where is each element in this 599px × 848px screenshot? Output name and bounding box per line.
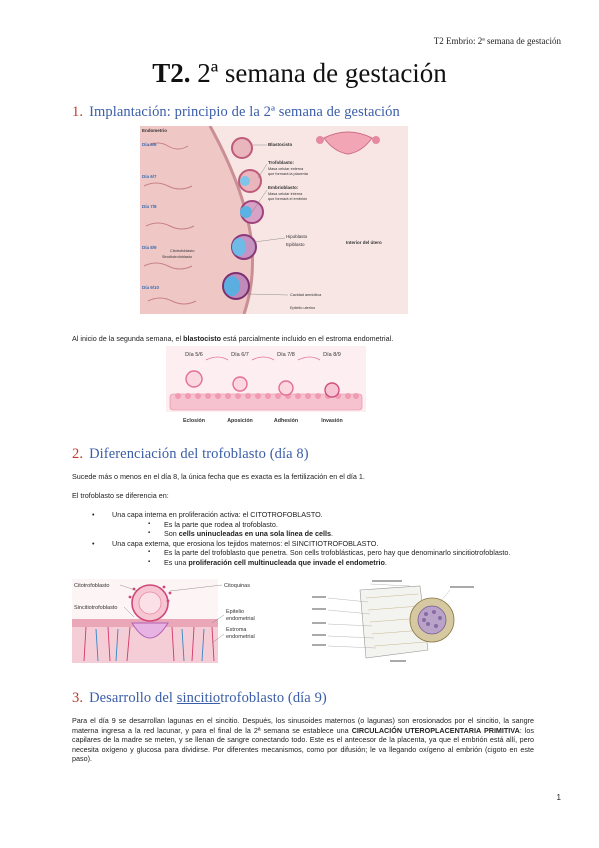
trophoblast-invasion-diagram: Citotrofoblasto Citoquinas Sincitiotrofo… bbox=[72, 579, 270, 663]
fig3-label-epitelio-1: Epitelio bbox=[226, 609, 244, 615]
list-subitem-bold: cells uninucleadas en una sola línea de … bbox=[178, 529, 331, 539]
implantation-stages-svg: Día 5/6 Día 6/7 Día 7/8 Día 8/9 Eclosión… bbox=[166, 346, 366, 428]
list-subitem-text: . bbox=[331, 529, 333, 539]
fig1-label-day3: Día 7/8 bbox=[142, 204, 157, 209]
trophoblast-invasion-svg: Citotrofoblasto Citoquinas Sincitiotrofo… bbox=[72, 579, 270, 663]
title-code: T2. bbox=[152, 58, 191, 88]
fig1-label-blastocisto: Blastocisto bbox=[268, 142, 293, 147]
section-3-title-pre: Desarrollo del bbox=[89, 690, 177, 706]
paragraph-text-post: : los capilares de la madre se meten, y … bbox=[72, 725, 534, 764]
fig1-label-citotrofoblasto: Citotrofoblasto bbox=[170, 249, 194, 253]
section-3-title-underlined: sincitio bbox=[176, 690, 221, 706]
page-title: T2. 2ª semana de gestación bbox=[0, 58, 599, 89]
fig2-day-2: Día 6/7 bbox=[231, 352, 249, 358]
list-subitem: Es una proliferación cell multinucleada … bbox=[112, 558, 542, 568]
fig3-label-citoquinas: Citoquinas bbox=[224, 583, 250, 589]
list-subitem-text: Son bbox=[164, 529, 179, 539]
list-subitem-text: Es la parte que rodea al trofoblasto. bbox=[164, 519, 278, 529]
histology-schematic bbox=[310, 580, 480, 664]
list-subitem-text: . bbox=[384, 557, 387, 567]
fig1-label-interior-utero: Interior del útero bbox=[346, 240, 382, 245]
section-2-paragraph-2: El trofoblasto se diferencia en: bbox=[72, 491, 169, 500]
fig2-stage-4: Invasión bbox=[321, 418, 343, 424]
paragraph-term-circulacion: CIRCULACIÓN UTEROPLACENTARIA PRIMITIVA bbox=[351, 725, 520, 735]
fig1-label-day2: Día 6/7 bbox=[142, 174, 157, 179]
caption-term-blastocisto: blastocisto bbox=[183, 334, 222, 343]
title-text: 2ª semana de gestación bbox=[190, 58, 447, 88]
section-1-title: Implantación: principio de la 2ª semana … bbox=[89, 104, 400, 120]
list-item-citotrofoblasto: Una capa interna en proliferación activa… bbox=[92, 510, 542, 539]
fig1-label-endometrio: Endometrio bbox=[142, 128, 167, 133]
section-3-heading: 3. Desarrollo del sincitiotrofoblasto (dí… bbox=[72, 690, 327, 707]
histology-schematic-svg bbox=[310, 580, 480, 664]
section-2-heading: 2. Diferenciación del trofoblasto (día 8) bbox=[72, 446, 309, 463]
fig1-label-day1: Día 5/6 bbox=[142, 142, 157, 147]
section-2-number: 2. bbox=[72, 446, 84, 462]
running-header: T2 Embrio: 2ª semana de gestación bbox=[433, 36, 561, 46]
fig1-label-trofoblasto-desc2: que formará la placenta bbox=[268, 172, 309, 176]
section-3-number: 3. bbox=[72, 690, 84, 706]
fig1-label-day4: Día 8/9 bbox=[142, 245, 157, 250]
trophoblast-list: Una capa interna en proliferación activa… bbox=[92, 510, 542, 568]
caption-text-post: está parcialmente incluido en el estroma… bbox=[221, 334, 394, 343]
fig1-label-epitelio-uterino: Epitelio uterino bbox=[290, 306, 315, 310]
fig2-day-1: Día 5/6 bbox=[185, 352, 203, 358]
list-subitem-text: Es una bbox=[164, 557, 189, 567]
fig2-stage-3: Adhesión bbox=[274, 418, 298, 424]
fig1-label-embrioblasto: Embrioblasto: bbox=[268, 185, 299, 190]
fig2-stage-2: Aposición bbox=[227, 418, 253, 424]
fig2-stage-1: Eclosión bbox=[183, 418, 205, 424]
fig1-label-embrioblasto-desc2: que formará el embrión bbox=[268, 197, 307, 201]
fig1-label-trofoblasto-desc1: Masa celular externa bbox=[268, 167, 304, 171]
fig2-day-3: Día 7/8 bbox=[277, 352, 295, 358]
section-1-number: 1. bbox=[72, 104, 84, 120]
fig3-label-sincitiotrofoblasto: Sincitiotrofoblasto bbox=[74, 605, 117, 611]
implantation-diagram: Endometrio Día 5/6 Día 6/7 Día 7/8 Día 8… bbox=[140, 126, 408, 314]
fig3-label-epitelio-2: endometrial bbox=[226, 616, 255, 622]
list-subitem: Son cells uninucleadas en una sola línea… bbox=[112, 529, 542, 539]
page-number: 1 bbox=[556, 793, 561, 802]
term-citotrofoblasto: CITOTROFOBLASTO bbox=[250, 510, 321, 519]
implantation-stages-diagram: Día 5/6 Día 6/7 Día 7/8 Día 8/9 Eclosión… bbox=[166, 346, 366, 428]
list-subitem-bold: proliferación cell multinucleada que inv… bbox=[188, 557, 385, 567]
fig3-label-citotrofoblasto: Citotrofoblasto bbox=[74, 583, 109, 589]
section-2-title: Diferenciación del trofoblasto (día 8) bbox=[89, 446, 309, 462]
section-2-paragraph-1: Sucede más o menos en el día 8, la única… bbox=[72, 472, 365, 481]
fig1-label-epiblasto: Epiblasto bbox=[286, 242, 305, 247]
implantation-diagram-svg: Endometrio Día 5/6 Día 6/7 Día 7/8 Día 8… bbox=[140, 126, 408, 314]
fig1-label-embrioblasto-desc1: Masa celular interna bbox=[268, 192, 303, 196]
list-subitem: Es la parte del trofoblasto que penetra.… bbox=[112, 548, 542, 558]
section-3-paragraph: Para el día 9 se desarrollan lagunas en … bbox=[72, 716, 534, 764]
list-subitem: Es la parte que rodea al trofoblasto. bbox=[112, 520, 542, 530]
section-1-heading: 1. Implantación: principio de la 2ª seman… bbox=[72, 104, 400, 121]
section-3-title-post: trofoblasto (día 9) bbox=[220, 690, 327, 706]
list-item-text: . bbox=[376, 538, 379, 548]
caption-text-pre: Al inicio de la segunda semana, el bbox=[72, 334, 184, 343]
figure-1-caption: Al inicio de la segunda semana, el blast… bbox=[72, 334, 534, 344]
fig1-label-sincitiotrofoblasto: Sincitiotrofoblasto bbox=[162, 255, 192, 259]
paragraph-text-pre: Para el día 9 se desarrollan lagunas en … bbox=[72, 716, 534, 735]
fig2-day-4: Día 8/9 bbox=[323, 352, 341, 358]
fig1-label-day5: Día 9/10 bbox=[142, 285, 160, 290]
list-item-text: Una capa externa, que erosiona los tejid… bbox=[112, 538, 292, 548]
list-item-sincitiotrofoblasto: Una capa externa, que erosiona los tejid… bbox=[92, 539, 542, 568]
fig1-label-hipoblasto: Hipoblasto bbox=[286, 234, 308, 239]
list-subitem-text: Es la parte del trofoblasto que penetra.… bbox=[164, 548, 511, 558]
list-item-text: Una capa interna en proliferación activa… bbox=[112, 510, 251, 519]
fig3-label-estroma-2: endometrial bbox=[226, 634, 255, 640]
fig1-label-trofoblasto: Trofoblasto: bbox=[268, 160, 294, 165]
term-sincitiotrofoblasto: SINCITIOTROFOBLASTO bbox=[291, 538, 377, 548]
fig3-label-estroma-1: Estroma bbox=[226, 627, 247, 633]
list-item-text: . bbox=[320, 510, 323, 519]
fig1-label-cavidad-amniotica: Cavidad amniótica bbox=[290, 293, 322, 297]
